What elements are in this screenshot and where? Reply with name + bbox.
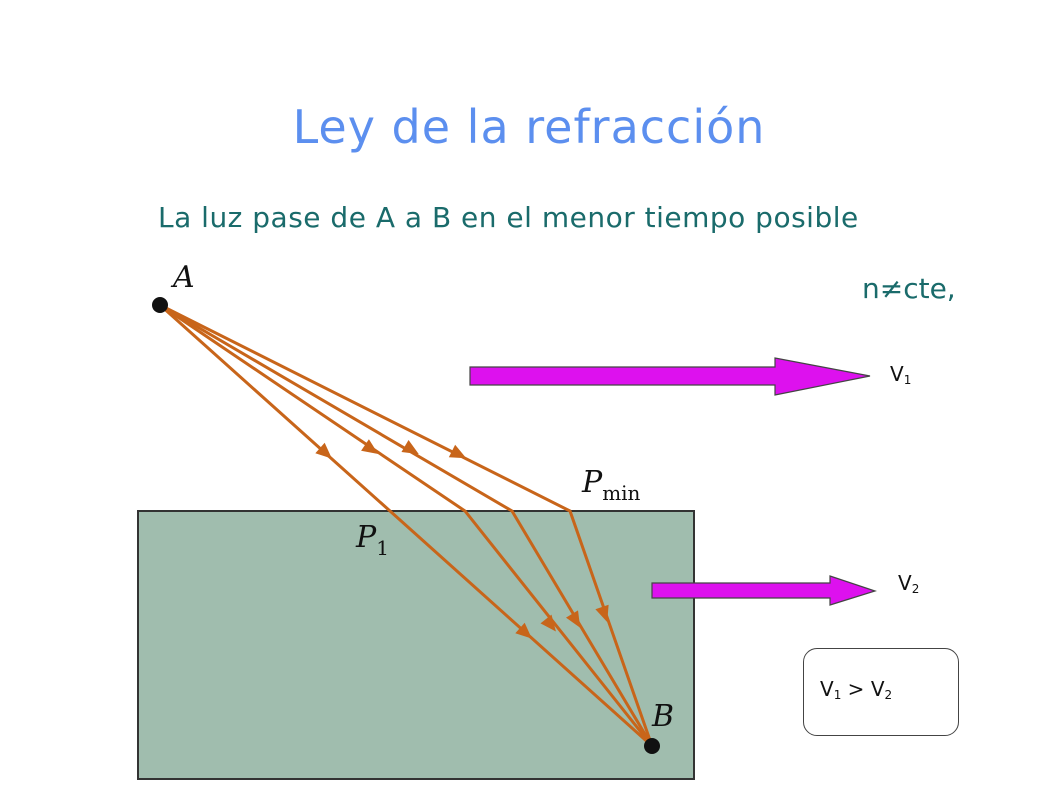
- p1-sub: 1: [376, 536, 389, 560]
- point-a-dot: [152, 297, 168, 313]
- compare-right: V: [870, 677, 885, 701]
- velocity-comparison-text: V1 > V2: [820, 677, 892, 702]
- light-rays: [158, 303, 654, 748]
- arrowhead: [401, 439, 419, 455]
- point-b-dot: [644, 738, 660, 754]
- v2-label: V2: [898, 571, 919, 596]
- arrowhead: [315, 442, 332, 459]
- compare-right-sub: 2: [884, 688, 893, 702]
- point-b-label: B: [651, 699, 674, 734]
- subtitle: La luz pase de A a B en el menor tiempo …: [158, 201, 859, 234]
- p1-main: P: [355, 520, 377, 555]
- point-a-label: A: [170, 260, 195, 295]
- compare-op: >: [841, 677, 871, 701]
- p1-label: P1: [355, 520, 389, 560]
- v1-main: V: [890, 362, 904, 386]
- v2-arrow: [651, 575, 877, 606]
- v1-label: V1: [890, 362, 911, 387]
- slide-title: Ley de la refracción: [292, 100, 766, 154]
- pmin-main: P: [581, 465, 603, 500]
- v1-arrow: [469, 357, 871, 396]
- v2-sub: 2: [911, 582, 920, 596]
- ray-arrowheads: [315, 439, 609, 639]
- arrowhead: [540, 614, 556, 632]
- arrowhead: [515, 622, 532, 639]
- v1-sub: 1: [903, 373, 912, 387]
- arrowhead: [448, 444, 467, 459]
- arrowhead: [361, 439, 379, 454]
- arrowhead: [595, 604, 609, 623]
- ray-2: [158, 303, 654, 748]
- ray-3: [158, 303, 654, 748]
- compare-left-sub: 1: [833, 688, 842, 702]
- pmin-sub: min: [602, 481, 640, 505]
- arrowhead: [565, 610, 581, 628]
- medium-block: [137, 510, 695, 780]
- ray-min: [158, 303, 654, 748]
- v2-main: V: [898, 571, 912, 595]
- compare-left: V: [820, 677, 834, 701]
- velocity-comparison-box: V1 > V2: [803, 648, 959, 736]
- refractive-index-label: n≠cte,: [862, 272, 956, 305]
- pmin-label: Pmin: [581, 465, 641, 505]
- ray-1: [158, 303, 654, 748]
